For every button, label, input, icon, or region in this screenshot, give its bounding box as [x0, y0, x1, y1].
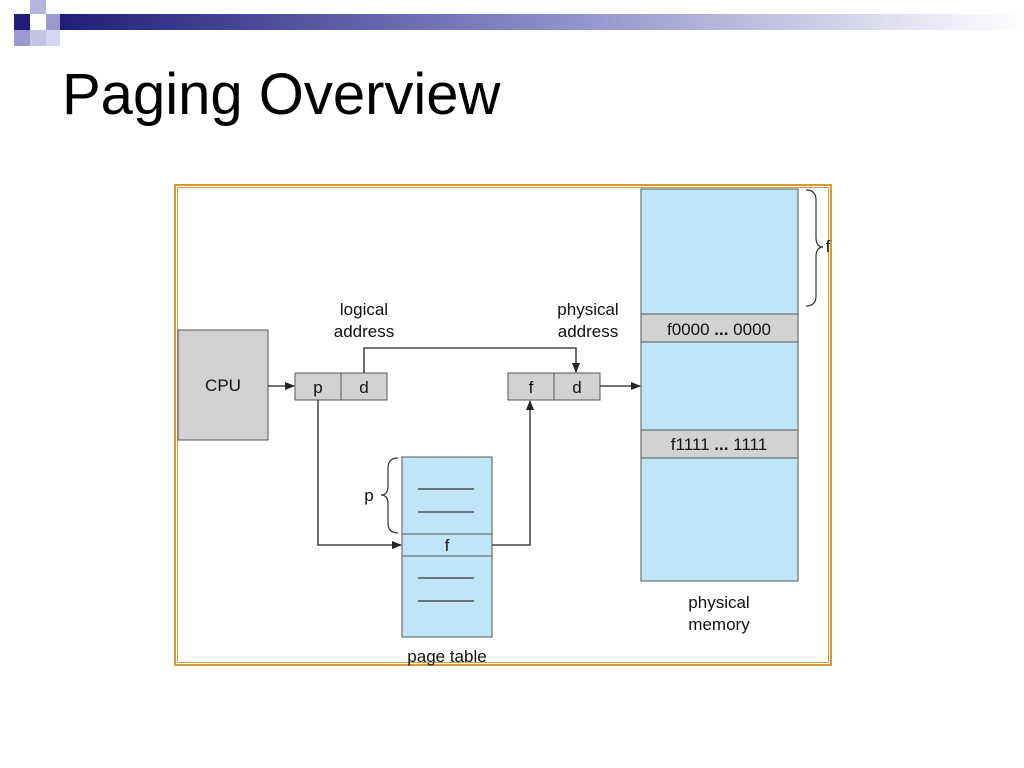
logical-address-label-line2: address	[334, 322, 394, 341]
header-square-lavender-2	[46, 14, 60, 30]
slide-title: Paging Overview	[62, 62, 501, 127]
logical-p-cell	[294, 372, 342, 401]
header-square-lavender-3	[30, 30, 46, 46]
arrow-offset-copy	[363, 347, 580, 373]
logical-d-cell	[340, 372, 388, 401]
logical-p-label: p	[313, 378, 322, 397]
header-square-lavender-1	[30, 0, 46, 14]
physical-memory-box	[640, 188, 799, 582]
header-square-navy-1	[14, 14, 30, 30]
physical-address-label-line1: physical	[557, 300, 618, 319]
header-decoration	[14, 0, 1024, 46]
physical-memory-label-line2: memory	[688, 615, 750, 634]
physical-f-label: f	[529, 378, 534, 397]
page-table-entry-label: f	[445, 536, 450, 555]
frame-start-label: f0000 ... 0000	[667, 320, 771, 339]
frame-end-label-dots: ...	[714, 435, 728, 454]
frame-start-row	[640, 313, 799, 343]
physical-memory-label-line1: physical	[688, 593, 749, 612]
frame-end-label: f1111 ... 1111	[671, 435, 767, 454]
logical-address-label-line1: logical	[340, 300, 388, 319]
physical-f-cell	[507, 372, 555, 401]
frame-end-label-start: f1111	[671, 435, 714, 454]
frame-end-row	[640, 429, 799, 459]
header-square-lavender-5	[46, 30, 60, 46]
header-square-lavender-4	[14, 30, 30, 46]
cpu-box	[177, 329, 269, 441]
frame-start-label-start: f0000	[667, 320, 714, 339]
frame-end-label-end: 1111	[728, 435, 767, 454]
cpu-label: CPU	[205, 376, 241, 395]
physical-d-label: d	[572, 378, 581, 397]
frame-brace-label: f	[826, 237, 831, 256]
frame-start-label-end: 0000	[728, 320, 771, 339]
frame-start-label-dots: ...	[714, 320, 728, 339]
physical-address-label-line2: address	[558, 322, 618, 341]
physical-d-cell	[553, 372, 601, 401]
frame-brace	[805, 189, 824, 307]
page-index-brace-label: p	[364, 486, 373, 505]
page-table-label: page table	[407, 647, 486, 666]
arrow-page-to-table	[317, 400, 402, 549]
header-gradient-bar	[60, 14, 1024, 30]
arrow-frame-to-physical	[492, 400, 534, 546]
logical-d-label: d	[359, 378, 368, 397]
page-index-brace	[380, 457, 399, 534]
